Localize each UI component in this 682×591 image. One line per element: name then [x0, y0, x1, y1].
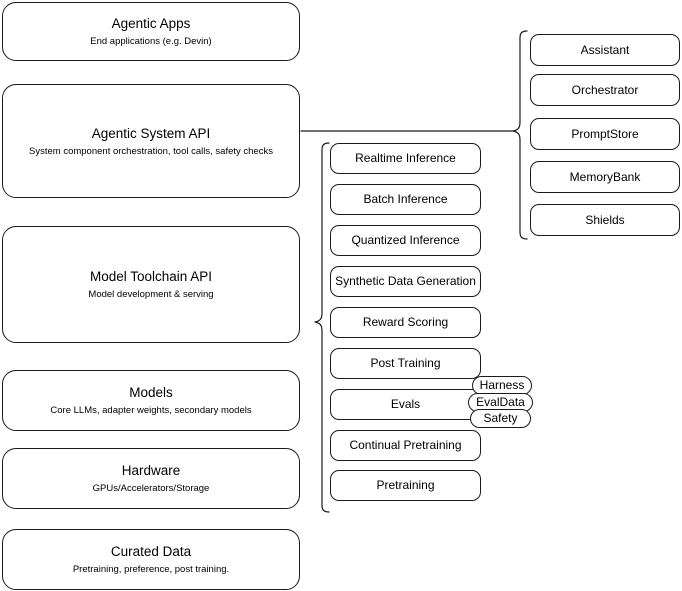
layer-model-toolchain-api[interactable]: Model Toolchain API Model development & … [2, 226, 300, 343]
toolchain-synthetic-data-generation[interactable]: Synthetic Data Generation [330, 266, 481, 297]
layer-title: Agentic Apps [111, 16, 191, 31]
toolchain-pretraining[interactable]: Pretraining [330, 470, 481, 501]
toolchain-reward-scoring[interactable]: Reward Scoring [330, 307, 481, 338]
agentic-component-assistant[interactable]: Assistant [530, 34, 680, 66]
chip-label: Realtime Inference [355, 151, 456, 165]
eval-badge-safety[interactable]: Safety [470, 409, 531, 428]
agentic-component-shields[interactable]: Shields [530, 204, 680, 236]
layer-title: Agentic System API [91, 125, 211, 141]
chip-label: PromptStore [571, 126, 639, 141]
chip-label: Continual Pretraining [349, 438, 462, 452]
chip-label: Quantized Inference [351, 233, 460, 247]
layer-title: Model Toolchain API [89, 269, 213, 284]
chip-label: Batch Inference [363, 192, 448, 206]
agentic-component-orchestrator[interactable]: Orchestrator [530, 74, 680, 106]
layer-hardware[interactable]: Hardware GPUs/Accelerators/Storage [2, 448, 300, 509]
layer-subtitle: Model development & serving [88, 289, 214, 300]
chip-label: Shields [585, 212, 625, 227]
layer-title: Hardware [121, 463, 181, 478]
layer-models[interactable]: Models Core LLMs, adapter weights, secon… [2, 370, 300, 431]
layer-subtitle: System component orchestration, tool cal… [29, 145, 273, 157]
chip-label: Post Training [370, 356, 441, 370]
toolchain-quantized-inference[interactable]: Quantized Inference [330, 225, 481, 256]
layer-title: Models [129, 385, 173, 400]
chip-label: Assistant [580, 42, 630, 57]
chip-label: MemoryBank [569, 169, 641, 184]
pill-label: EvalData [476, 395, 525, 409]
toolchain-post-training[interactable]: Post Training [330, 348, 481, 379]
layer-title: Curated Data [110, 544, 192, 559]
layer-subtitle: Core LLMs, adapter weights, secondary mo… [50, 405, 252, 416]
brace-toolchain-components [314, 142, 330, 513]
chip-label: Pretraining [376, 478, 435, 492]
layer-subtitle: Pretraining, preference, post training. [72, 564, 230, 575]
pill-label: Safety [483, 411, 518, 425]
layer-subtitle: End applications (e.g. Devin) [90, 36, 212, 47]
chip-label: Reward Scoring [362, 315, 449, 329]
agentic-component-promptstore[interactable]: PromptStore [530, 118, 680, 150]
layer-agentic-system-api[interactable]: Agentic System API System component orch… [2, 84, 300, 198]
chip-label: Orchestrator [571, 82, 639, 97]
toolchain-continual-pretraining[interactable]: Continual Pretraining [330, 430, 481, 461]
chip-label: Synthetic Data Generation [335, 274, 476, 288]
layer-agentic-apps[interactable]: Agentic Apps End applications (e.g. Devi… [2, 2, 300, 61]
pill-label: Harness [479, 378, 525, 392]
brace-agentic-components [512, 30, 528, 240]
toolchain-evals[interactable]: Evals [330, 389, 481, 420]
toolchain-realtime-inference[interactable]: Realtime Inference [330, 143, 481, 174]
chip-label: Evals [390, 397, 421, 411]
layer-subtitle: GPUs/Accelerators/Storage [92, 483, 210, 494]
agentic-component-memorybank[interactable]: MemoryBank [530, 161, 680, 193]
layer-curated-data[interactable]: Curated Data Pretraining, preference, po… [2, 529, 300, 590]
toolchain-batch-inference[interactable]: Batch Inference [330, 184, 481, 215]
